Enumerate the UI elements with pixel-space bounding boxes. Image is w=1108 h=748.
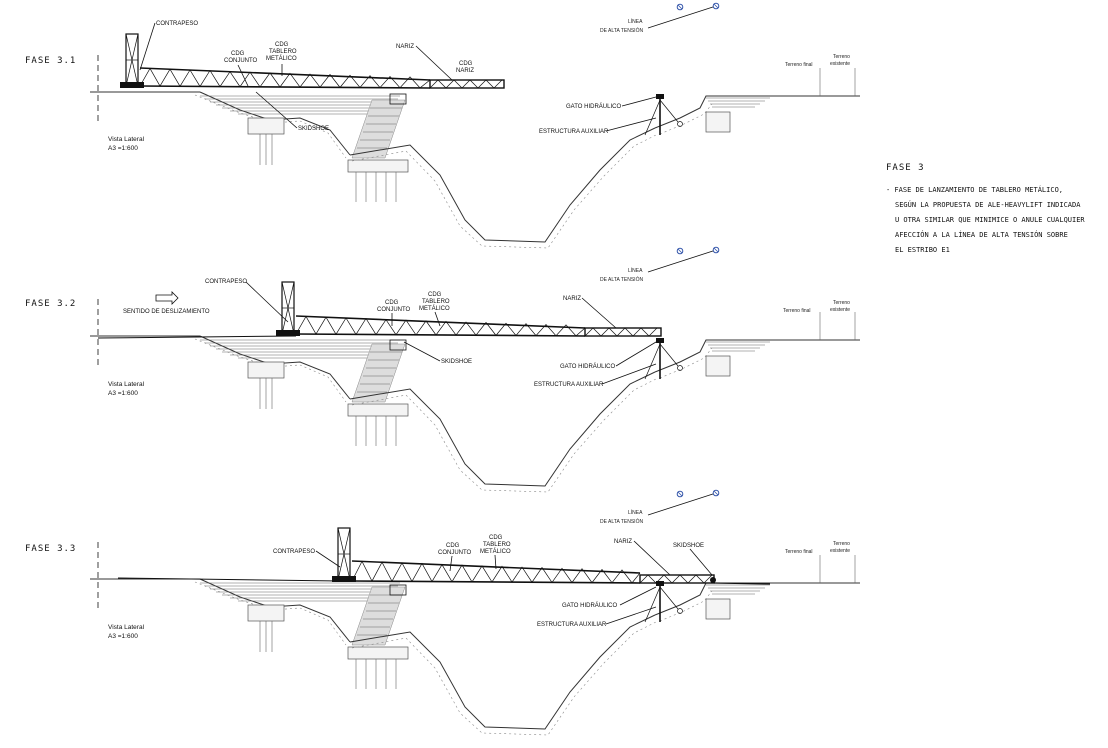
phase-title: FASE 3.1 — [25, 56, 76, 66]
scale-label: A3 =1:600 — [108, 633, 138, 640]
label-sentido: SENTIDO DE DESLIZAMIENTO — [123, 309, 210, 315]
scale-label: A3 =1:600 — [108, 390, 138, 397]
phase-3-3: FASE 3.3 Vista Lateral A3 =1:600 CONTRAP… — [25, 489, 861, 736]
counterweight-icon — [331, 527, 357, 583]
label-gato: GATO HIDRÁULICO — [566, 103, 621, 110]
label-estructura: ESTRUCTURA AUXILIAR — [534, 382, 604, 388]
note-line: SEGÚN LA PROPUESTA DE ALE-HEAVYLIFT INDI… — [895, 200, 1081, 209]
label-contrapeso: CONTRAPESO — [205, 279, 247, 285]
phase-notes: FASE 3 - FASE DE LANZAMIENTO DE TABLERO … — [886, 163, 1085, 254]
label-skidshoe: SKIDSHOE — [298, 126, 329, 132]
label-nariz: NARIZ — [614, 539, 632, 545]
note-line: EL ESTRIBO E1 — [895, 246, 950, 254]
notes-heading: FASE 3 — [886, 163, 925, 173]
label-gato: GATO HIDRÁULICO — [562, 602, 617, 609]
phase-title: FASE 3.3 — [25, 544, 76, 554]
steel-deck-truss — [351, 560, 771, 585]
arrow-right-icon — [155, 291, 179, 305]
label-nariz: NARIZ — [396, 44, 414, 50]
label-nariz: NARIZ — [563, 296, 581, 302]
view-label: Vista Lateral — [108, 624, 145, 631]
label-terreno-final: Terreno final — [783, 308, 811, 314]
label-gato: GATO HIDRÁULICO — [560, 363, 615, 370]
label-contrapeso: CONTRAPESO — [273, 549, 315, 555]
counterweight-icon — [275, 281, 301, 337]
counterweight-icon — [119, 33, 145, 89]
note-line: - FASE DE LANZAMIENTO DE TABLERO METÁLIC… — [886, 185, 1063, 194]
note-line: U OTRA SIMILAR QUE MINIMICE O ANULE CUAL… — [895, 216, 1085, 224]
view-label: Vista Lateral — [108, 381, 145, 388]
view-label: Vista Lateral — [108, 136, 145, 143]
label-estructura: ESTRUCTURA AUXILIAR — [539, 129, 609, 135]
label-terreno-final: Terreno final — [785, 549, 813, 555]
phase-3-2: FASE 3.2 Vista Lateral A3 =1:600 SENTIDO… — [25, 246, 861, 493]
label-terreno-final: Terreno final — [785, 62, 813, 68]
phase-title: FASE 3.2 — [25, 299, 76, 309]
label-estructura: ESTRUCTURA AUXILIAR — [537, 622, 607, 628]
label-skidshoe: SKIDSHOE — [441, 359, 472, 365]
scale-label: A3 =1:600 — [108, 145, 138, 152]
phase-3-1: FASE 3.1 Vista Lateral A3 =1:600 CONTRAP… — [25, 2, 861, 249]
label-skidshoe: SKIDSHOE — [673, 543, 704, 549]
note-line: AFECCIÓN A LA LÍNEA DE ALTA TENSIÓN SOBR… — [895, 230, 1068, 239]
steel-deck-truss — [295, 315, 662, 337]
label-contrapeso: CONTRAPESO — [156, 21, 198, 27]
steel-deck-truss — [139, 67, 505, 89]
